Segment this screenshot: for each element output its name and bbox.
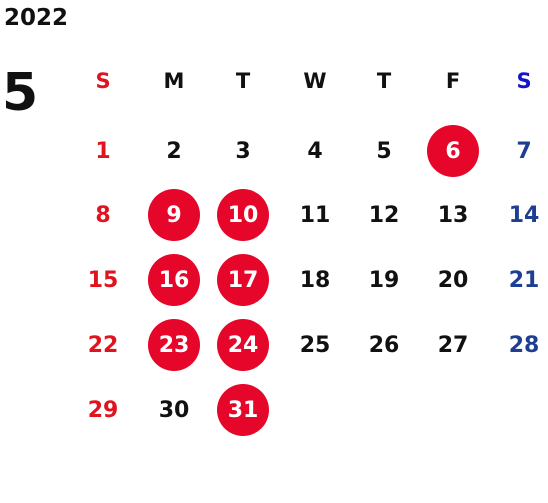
month-label: 5 bbox=[2, 63, 39, 123]
day-cell: 5 bbox=[376, 138, 392, 164]
weekday-header: T bbox=[376, 69, 392, 93]
day-cell: 27 bbox=[437, 332, 469, 358]
weekday-header: T bbox=[235, 69, 251, 93]
highlighted-day-cell: 17 bbox=[217, 254, 269, 306]
day-cell: 3 bbox=[235, 138, 251, 164]
highlighted-day-cell: 9 bbox=[148, 189, 200, 241]
day-cell: 18 bbox=[299, 267, 331, 293]
day-cell: 11 bbox=[299, 202, 331, 228]
day-cell: 12 bbox=[368, 202, 400, 228]
day-cell: 21 bbox=[508, 267, 540, 293]
highlighted-day-cell: 31 bbox=[217, 384, 269, 436]
day-cell: 26 bbox=[368, 332, 400, 358]
highlighted-day-cell: 10 bbox=[217, 189, 269, 241]
weekday-header: S bbox=[95, 69, 111, 93]
day-cell: 4 bbox=[307, 138, 323, 164]
highlighted-day-cell: 24 bbox=[217, 319, 269, 371]
day-cell: 30 bbox=[158, 397, 190, 423]
day-cell: 19 bbox=[368, 267, 400, 293]
day-cell: 22 bbox=[87, 332, 119, 358]
weekday-header: M bbox=[163, 69, 185, 93]
weekday-header: S bbox=[516, 69, 532, 93]
day-cell: 25 bbox=[299, 332, 331, 358]
day-cell: 29 bbox=[87, 397, 119, 423]
day-cell: 2 bbox=[166, 138, 182, 164]
highlighted-day-cell: 23 bbox=[148, 319, 200, 371]
day-cell: 7 bbox=[516, 138, 532, 164]
day-cell: 15 bbox=[87, 267, 119, 293]
day-cell: 28 bbox=[508, 332, 540, 358]
day-cell: 13 bbox=[437, 202, 469, 228]
day-cell: 20 bbox=[437, 267, 469, 293]
day-cell: 14 bbox=[508, 202, 540, 228]
weekday-header: W bbox=[303, 69, 327, 93]
highlighted-day-cell: 6 bbox=[427, 125, 479, 177]
highlighted-day-cell: 16 bbox=[148, 254, 200, 306]
day-cell: 1 bbox=[95, 138, 111, 164]
year-label: 2022 bbox=[4, 5, 69, 31]
day-cell: 8 bbox=[95, 202, 111, 228]
weekday-header: F bbox=[445, 69, 461, 93]
